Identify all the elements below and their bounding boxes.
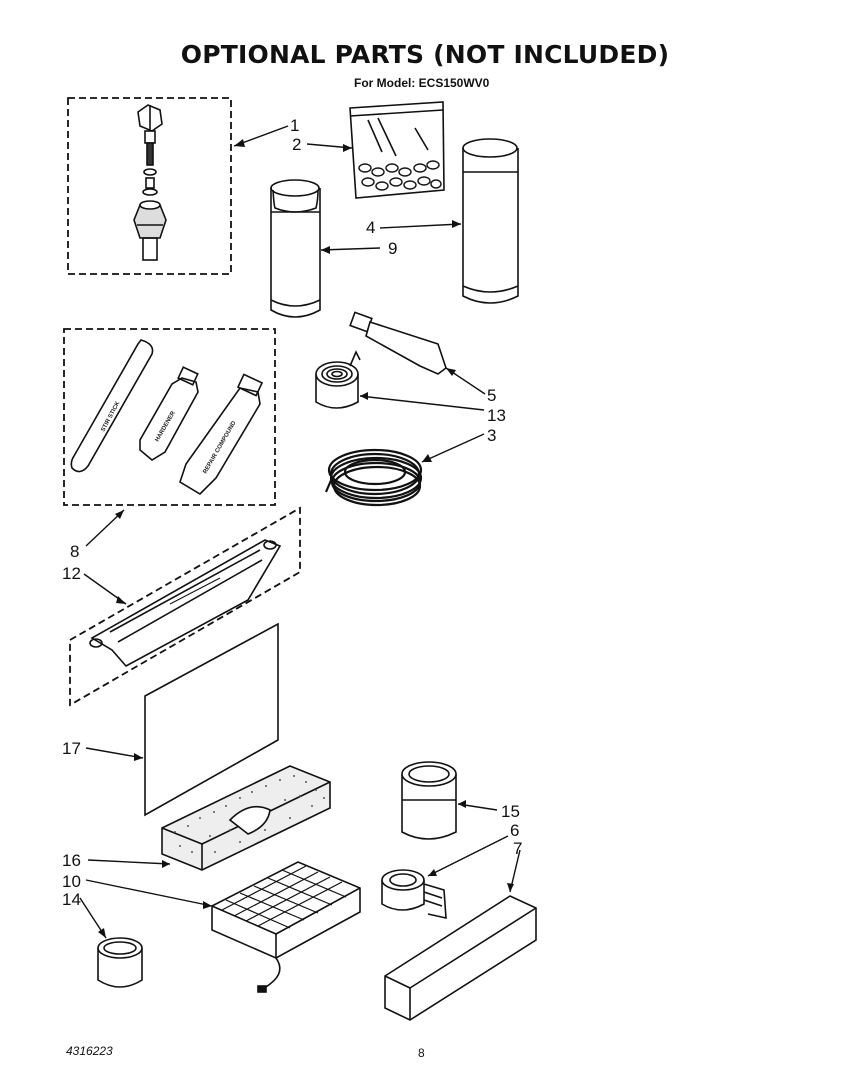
- part-10-grid-tray: [211, 861, 361, 993]
- part-3-cord-coil: [324, 448, 423, 507]
- callout-13: 13: [487, 406, 506, 425]
- part-14-small-can: [97, 937, 143, 988]
- callout-3: 3: [487, 426, 496, 445]
- callout-15: 15: [501, 802, 520, 821]
- callout-5: 5: [487, 386, 496, 405]
- callout-labels: 1 2 3 4 5 6 7 8 9 10 12 13 14 15 16 17: [62, 116, 522, 909]
- callout-12: 12: [62, 564, 81, 583]
- callout-9: 9: [388, 239, 397, 258]
- page-title: OPTIONAL PARTS (NOT INCLUDED): [180, 40, 670, 69]
- callout-16: 16: [62, 851, 81, 870]
- callout-2: 2: [292, 135, 301, 154]
- callout-4: 4: [366, 218, 375, 237]
- part-12-trim-panel: [69, 506, 301, 707]
- callout-10: 10: [62, 872, 81, 891]
- part-4-spray-can: [462, 138, 519, 304]
- document-number: 4316223: [66, 1044, 113, 1058]
- callout-1: 1: [290, 116, 299, 135]
- part-8-repair-kit: [63, 328, 276, 506]
- page-number: 8: [418, 1046, 425, 1060]
- part-9-spray-can: [270, 179, 321, 318]
- part-2-parts-bag: [349, 101, 445, 199]
- part-13-tape-roll: [315, 350, 361, 409]
- callout-14: 14: [62, 890, 81, 909]
- part-6-tape: [381, 869, 447, 920]
- part-15-can: [401, 761, 457, 840]
- part-5-tube: [349, 311, 447, 375]
- callout-6: 6: [510, 821, 519, 840]
- part-1-valve-kit: [67, 97, 232, 275]
- model-subtitle: For Model: ECS150WV0: [354, 76, 490, 90]
- part-7-seal-strip: [384, 895, 537, 1021]
- callout-8: 8: [70, 542, 79, 561]
- part-16-foam-blocks: [161, 765, 331, 871]
- part-17-panel-sheet: [144, 622, 279, 817]
- leader-arrowheads: [98, 139, 514, 938]
- callout-7: 7: [513, 839, 522, 858]
- callout-17: 17: [62, 739, 81, 758]
